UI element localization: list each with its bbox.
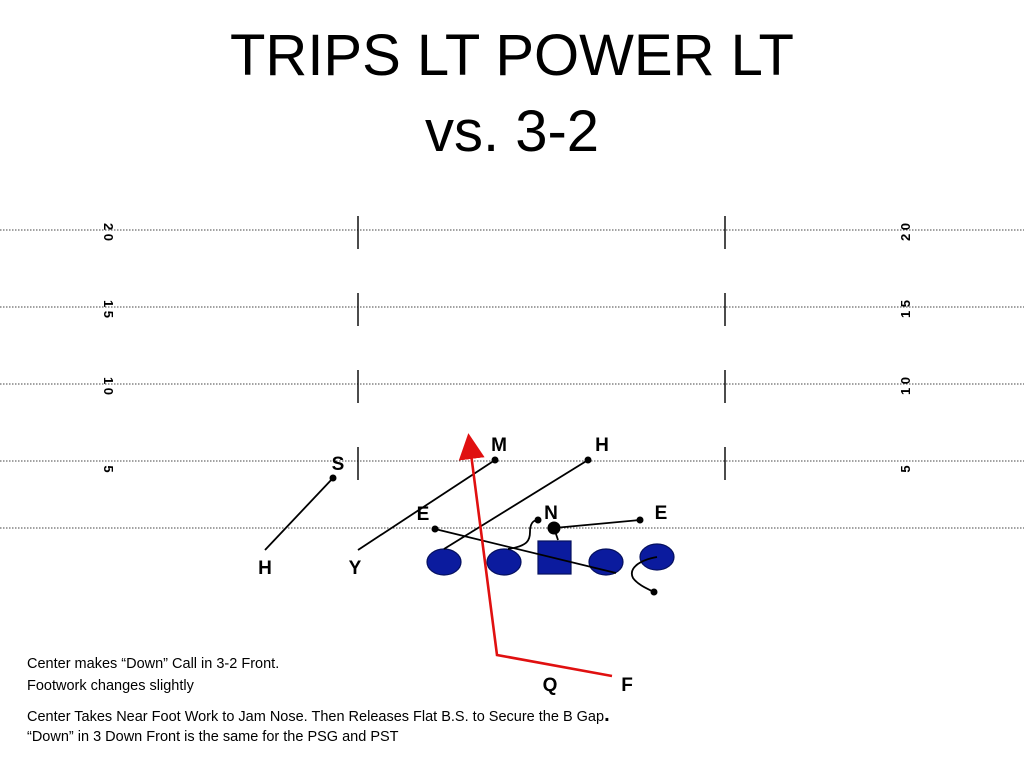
offense-label-y-end: Y [349,558,362,579]
right-end-dot [636,516,644,524]
coaching-note-3: Center Takes Near Foot Work to Jam Nose.… [27,704,610,726]
play-subtitle: vs. 3-2 [424,99,600,164]
defender-dots [329,456,658,596]
hawk-dot [584,456,592,464]
assignment-lines [264,459,658,593]
hash-marks [357,216,726,480]
offense-label-fullback: F [621,675,633,696]
offense-label-h-back: H [258,558,272,579]
coaching-note-3-text: Center Takes Near Foot Work to Jam Nose.… [27,709,605,725]
offensive-line [426,540,675,576]
yard-number-right-15: 1 5 [898,300,913,318]
lineman-left-guard [486,548,522,576]
pull-end-dot [650,588,658,596]
yard-number-right-5: 5 [898,465,913,472]
yard-numbers-left: 2 0 1 5 1 0 5 [101,223,116,473]
yard-number-left-20: 2 0 [101,223,116,241]
coaching-note-1: Center makes “Down” Call in 3-2 Front. [27,656,280,672]
safety-dot [329,474,337,482]
nose-dot [547,521,561,535]
center-down-path [553,519,641,529]
h-block-path [264,477,334,551]
yard-number-left-5: 5 [101,465,116,472]
yard-number-left-10: 1 0 [101,377,116,395]
tackle-block-path [443,459,589,550]
offense-label-quarterback: Q [543,675,558,696]
yard-number-left-15: 1 5 [101,300,116,318]
yard-numbers-right: 2 0 1 5 1 0 5 [898,223,913,473]
defender-label-end-right: E [655,503,668,524]
mike-dot [491,456,499,464]
lineman-left-tackle [426,548,462,576]
player-labels: S M H E N E H Y Q F [258,435,667,696]
left-end-dot [431,525,439,533]
defender-label-safety: S [332,454,345,475]
guard-block-path [507,519,539,550]
defender-label-mike: M [491,435,507,456]
defender-label-end-left: E [417,504,430,525]
ball-carrier-path [458,433,613,678]
yard-lines [0,229,1024,529]
coaching-note-3-end: . [604,704,610,726]
defender-label-nose: N [544,503,558,524]
yard-number-right-20: 2 0 [898,223,913,241]
y-block-path [357,459,496,551]
coaching-note-2: Footwork changes slightly [27,678,194,694]
defender-label-hawk: H [595,435,609,456]
coaching-note-4: “Down” in 3 Down Front is the same for t… [27,729,399,745]
tackle-pull-path [631,556,658,593]
yard-number-right-10: 1 0 [898,377,913,395]
play-title: TRIPS LT POWER LT [230,23,794,88]
end-pursuit-path [434,528,617,574]
guard-target-dot [534,516,542,524]
